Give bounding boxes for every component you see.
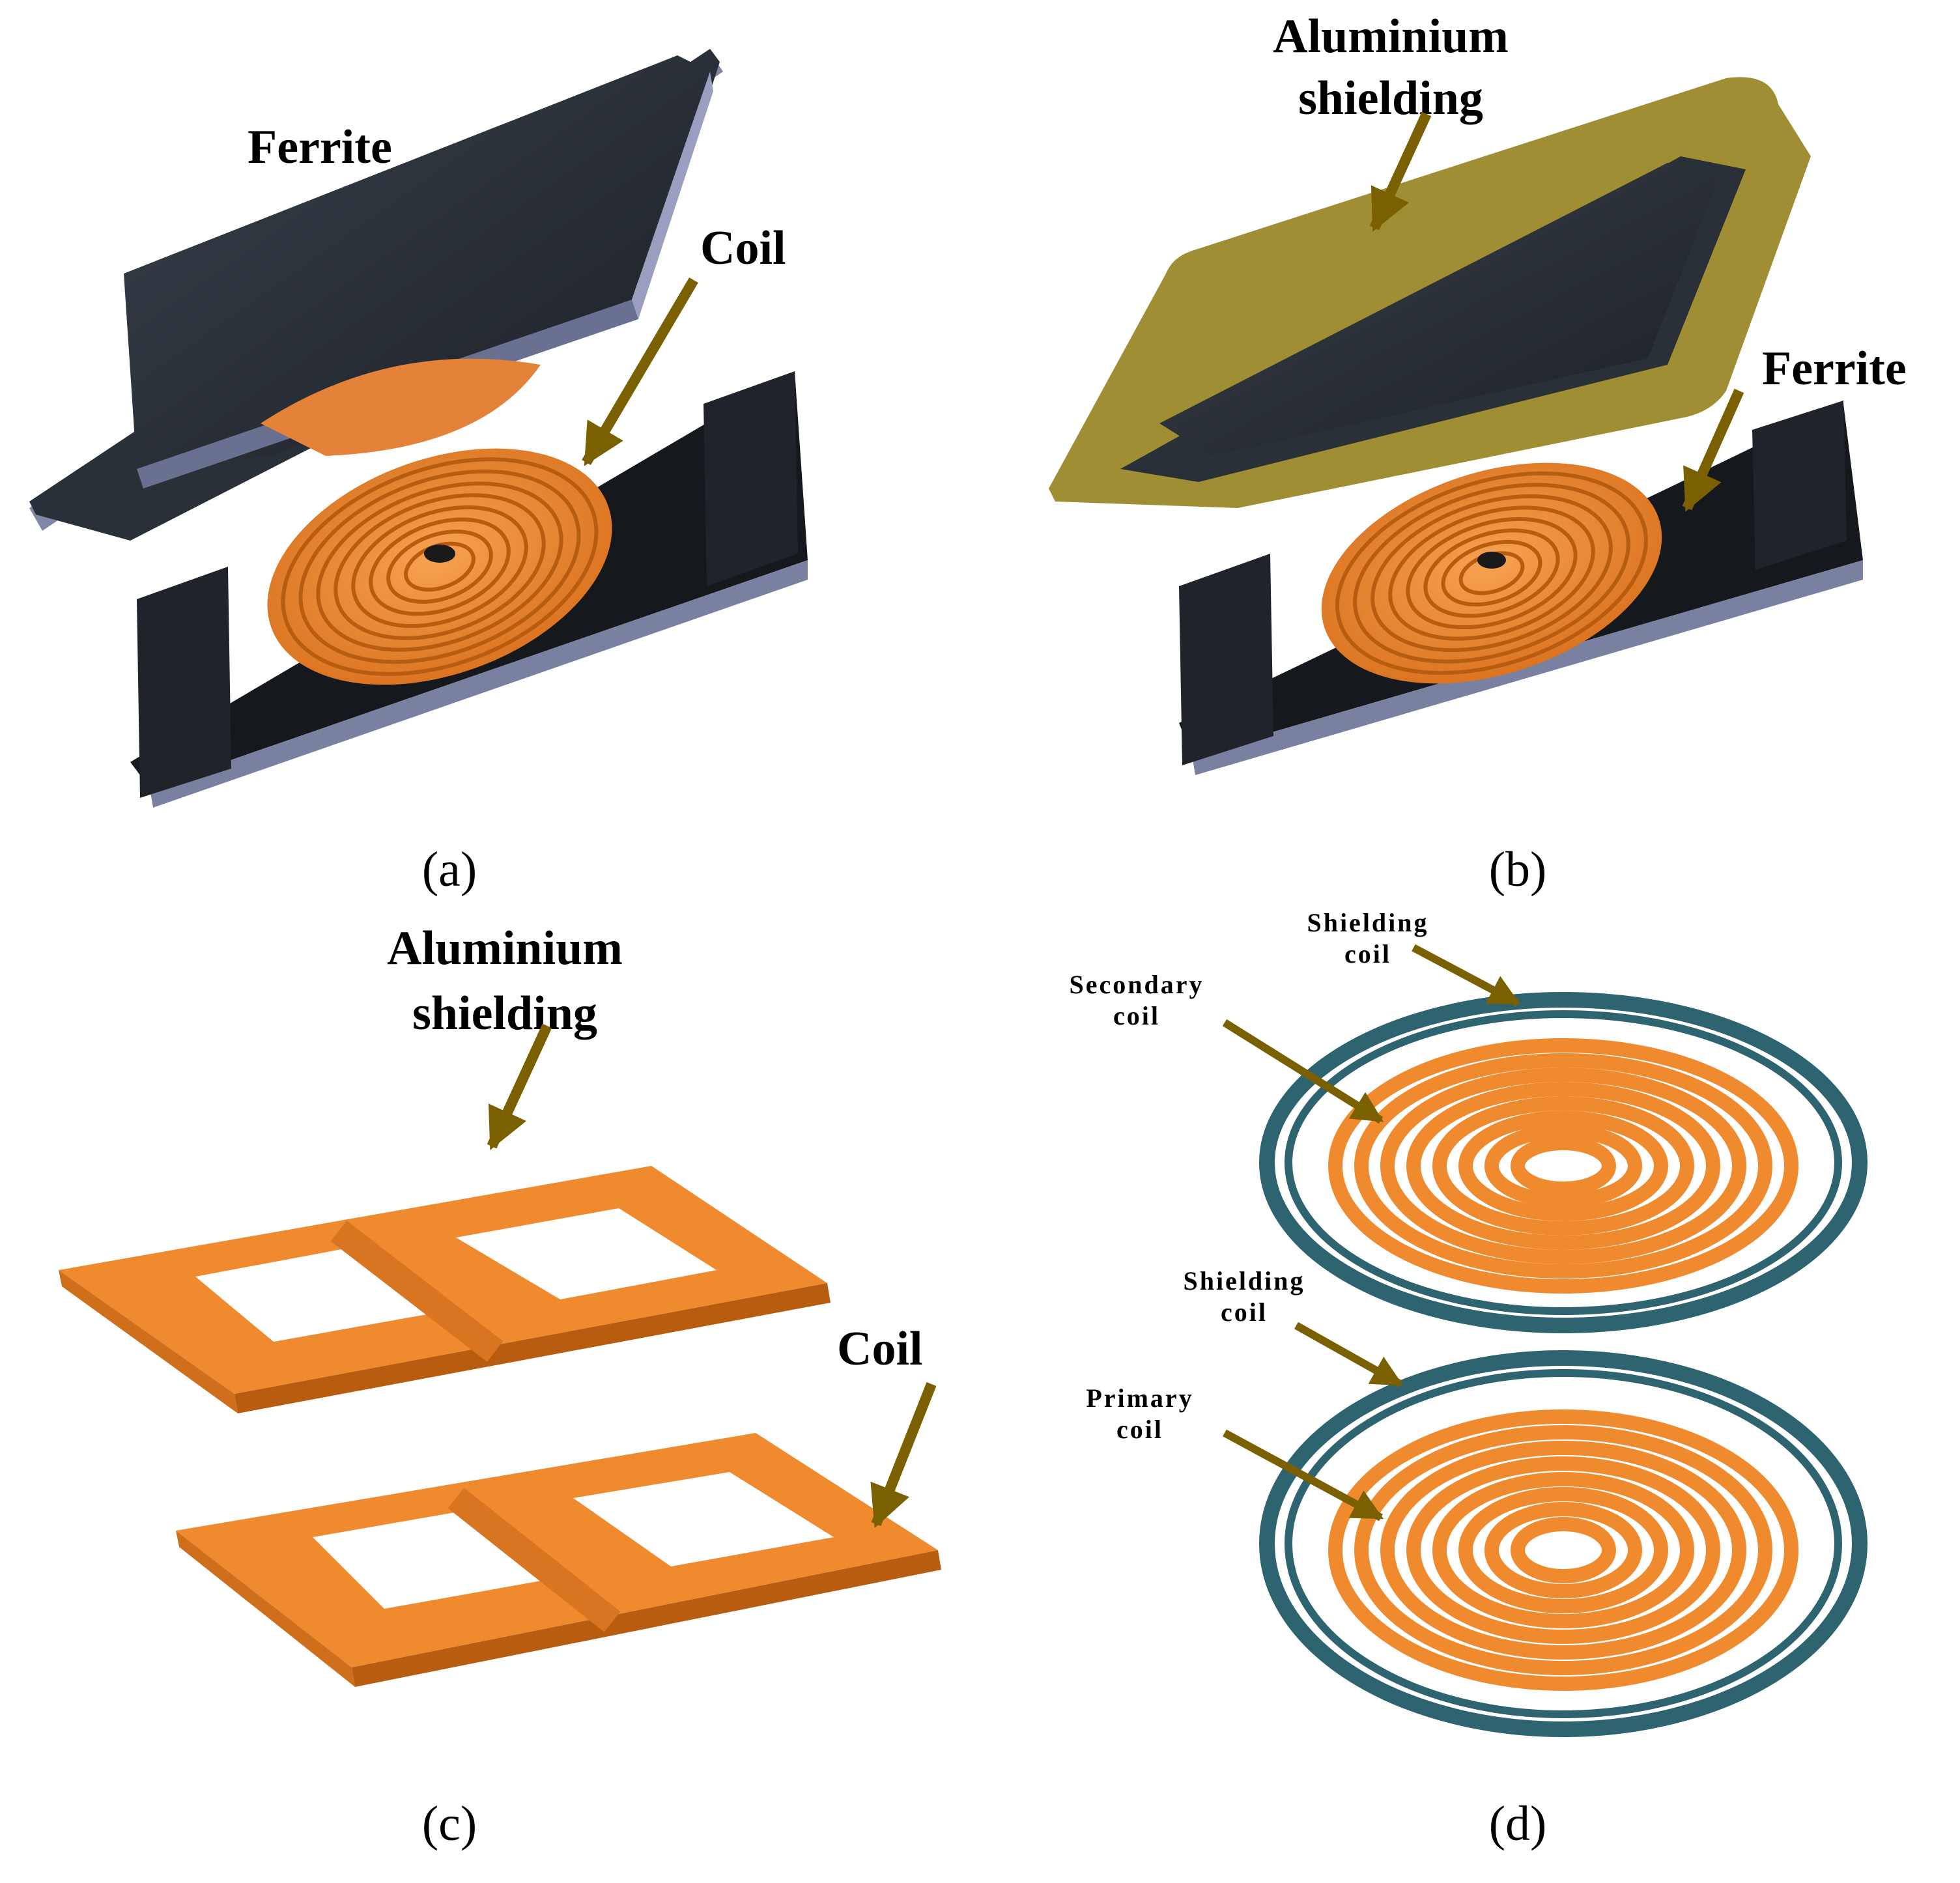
label-aluminium-c-line2: shielding (412, 987, 597, 1040)
arrow-secondary (1222, 1019, 1384, 1124)
arrow-coil-c (870, 1382, 937, 1528)
caption-a: (a) (422, 842, 477, 897)
panel-a: Ferrite Coil (a) (29, 49, 808, 897)
label-secondary-line1: Secondary (1070, 970, 1204, 999)
arrow-ferrite-b (1682, 388, 1744, 512)
secondary-coil (1328, 1038, 1798, 1294)
panel-b: Aluminium shielding Ferrite (b) (1049, 10, 1907, 897)
label-aluminium-b-line2: shielding (1298, 72, 1483, 125)
ferrite-plate-top (29, 49, 723, 541)
arrow-aluminium-b (1369, 111, 1432, 232)
panel-d: Shielding coil Secondary coil Shielding … (1070, 908, 1868, 1851)
arrow-coil-a (582, 277, 698, 466)
arrow-aluminium-c (487, 1023, 552, 1150)
shielding-ring-bottom (1259, 1350, 1868, 1737)
label-shielding-top-line1: Shielding (1307, 908, 1428, 937)
label-aluminium-c-line1: Aluminium (387, 922, 623, 975)
label-secondary-line2: coil (1113, 1001, 1160, 1030)
label-shielding-top-line2: coil (1344, 939, 1391, 969)
label-coil-c: Coil (837, 1322, 923, 1376)
spiral-coil-a (267, 448, 612, 685)
coil-ladder-c (176, 1433, 941, 1687)
arrow-shielding-bottom (1294, 1322, 1404, 1388)
caption-d: (d) (1489, 1796, 1547, 1851)
spiral-coil-b (1321, 462, 1662, 684)
arrow-primary (1223, 1429, 1384, 1522)
panel-c: Aluminium shielding Coil (c) (59, 922, 941, 1851)
label-ferrite-a: Ferrite (248, 120, 392, 174)
label-shielding-bottom-line2: coil (1221, 1297, 1268, 1327)
caption-b: (b) (1489, 842, 1547, 897)
label-primary-line2: coil (1116, 1415, 1163, 1444)
label-ferrite-b: Ferrite (1762, 342, 1907, 395)
label-shielding-bottom-line1: Shielding (1183, 1266, 1305, 1295)
label-primary-line1: Primary (1086, 1383, 1193, 1413)
label-aluminium-b-line1: Aluminium (1273, 10, 1509, 63)
caption-c: (c) (422, 1796, 477, 1851)
arrow-shielding-top (1412, 944, 1521, 1007)
aluminium-shield-b (1049, 77, 1811, 509)
aluminium-shield-ladder-c (59, 1166, 831, 1413)
primary-coil (1328, 1409, 1798, 1691)
label-coil-a: Coil (700, 221, 786, 275)
shielding-ring-top (1259, 992, 1868, 1333)
